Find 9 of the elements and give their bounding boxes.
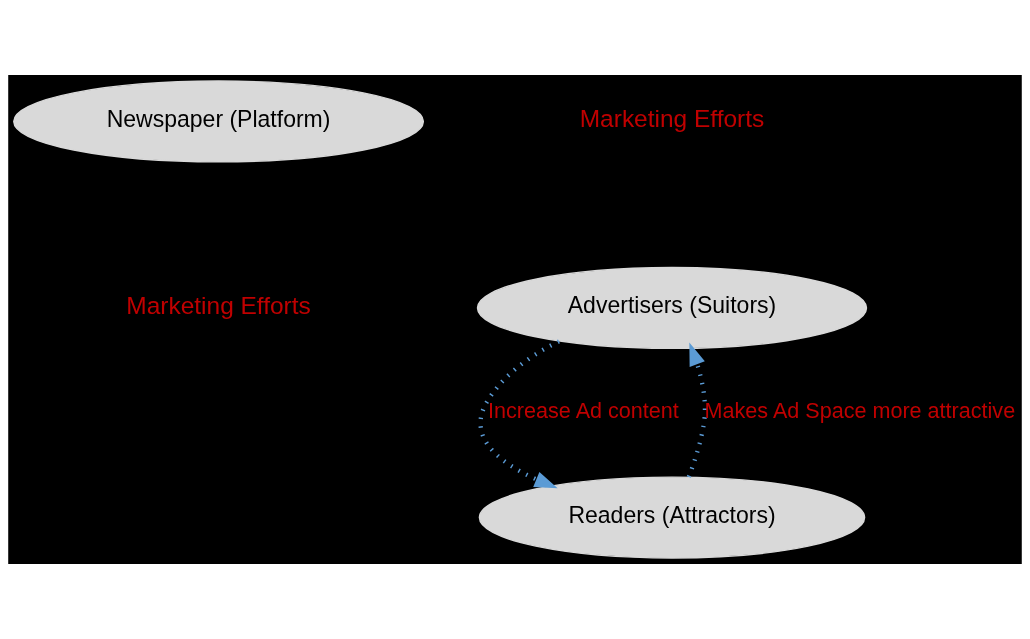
arrow bbox=[686, 342, 708, 478]
edge-label: Makes Ad Space more attractive bbox=[704, 397, 1016, 423]
node-ellipse: Advertisers (Suitors) bbox=[476, 266, 868, 350]
label: Marketing Efforts bbox=[126, 291, 311, 319]
node-ellipse: Readers (Attractors) bbox=[478, 476, 866, 559]
edge-label: Increase Ad content bbox=[488, 397, 679, 423]
label: Marketing Efforts bbox=[579, 105, 765, 133]
node-ellipse: Newspaper (Platform) bbox=[13, 80, 425, 163]
arrow bbox=[478, 339, 560, 489]
